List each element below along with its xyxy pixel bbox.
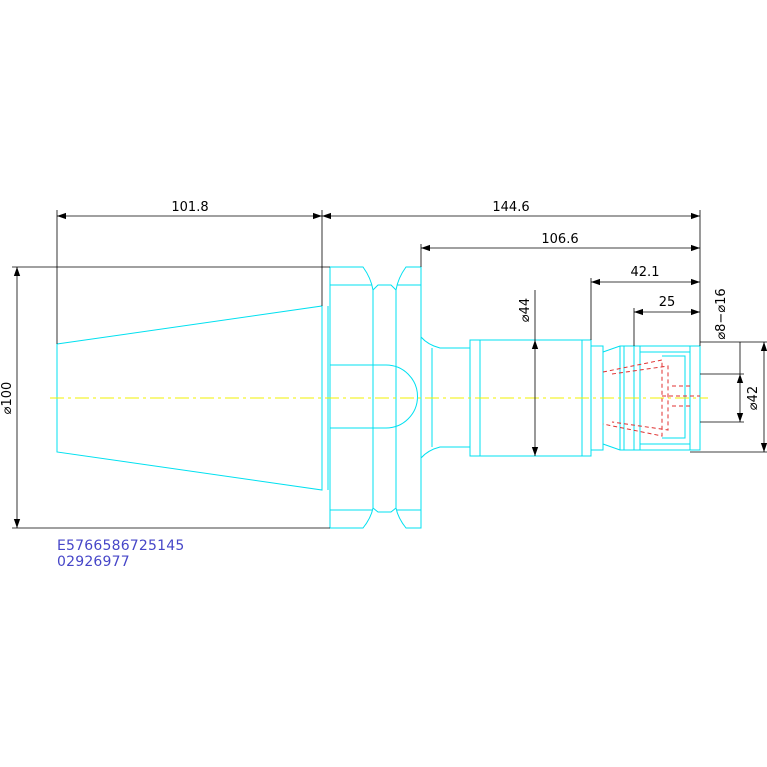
dim-42-1: 42.1: [631, 265, 660, 280]
v-groove: [372, 284, 397, 513]
dim-dia-42: ⌀42: [746, 386, 761, 410]
dim-144-6: 144.6: [492, 200, 529, 215]
dim-dia-8-16: ⌀8−⌀16: [714, 288, 729, 339]
extension-lines: [12, 210, 767, 529]
dim-dia-44: ⌀44: [518, 298, 533, 322]
holder-outline: [56, 266, 701, 529]
drive-boss: [330, 364, 418, 429]
caption-line-1: E5766586725145: [57, 538, 185, 554]
dim-dia-100: ⌀100: [0, 382, 15, 415]
dim-101-8: 101.8: [171, 200, 208, 215]
dimension-lines: [13, 212, 767, 528]
drawing-sheet: [0, 200, 767, 565]
caption-line-2: 02926977: [57, 554, 130, 570]
taper-shank: [56, 305, 323, 491]
flange-2: [395, 266, 422, 529]
dim-25: 25: [659, 295, 676, 310]
dim-106-6: 106.6: [541, 232, 578, 247]
